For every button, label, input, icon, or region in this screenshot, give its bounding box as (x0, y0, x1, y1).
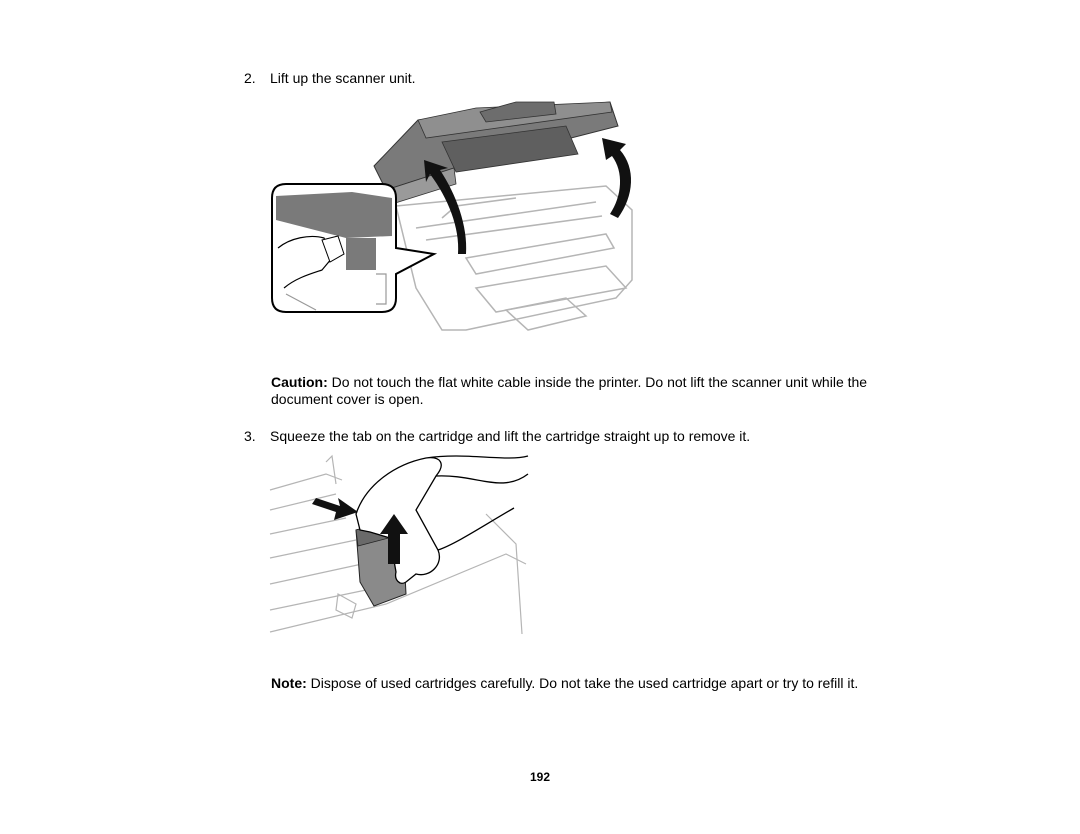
lift-scanner-illustration (271, 101, 633, 331)
squeeze-arrow-icon (312, 498, 358, 520)
zoom-callout (271, 183, 438, 313)
page-number: 192 (529, 770, 551, 784)
printer-interior (269, 454, 527, 635)
lift-arrow-right-icon (602, 138, 632, 218)
caution-callout: Caution: Do not touch the flat white cab… (271, 374, 921, 408)
step-2-number: 2. (244, 70, 256, 86)
lift-arrow-left-icon (424, 160, 467, 254)
step-2-text: Lift up the scanner unit. (270, 70, 416, 86)
note-callout: Note: Dispose of used cartridges careful… (271, 675, 951, 692)
note-text: Dispose of used cartridges carefully. Do… (310, 675, 859, 691)
lift-up-arrow-icon (380, 514, 408, 564)
step-3-text: Squeeze the tab on the cartridge and lif… (270, 428, 751, 444)
printer-body (395, 185, 633, 331)
caution-label: Caution: (271, 374, 328, 390)
caution-text: Do not touch the flat white cable inside… (271, 374, 868, 407)
step-3-number: 3. (244, 428, 256, 444)
note-label: Note: (271, 675, 307, 691)
remove-cartridge-illustration (269, 454, 529, 635)
